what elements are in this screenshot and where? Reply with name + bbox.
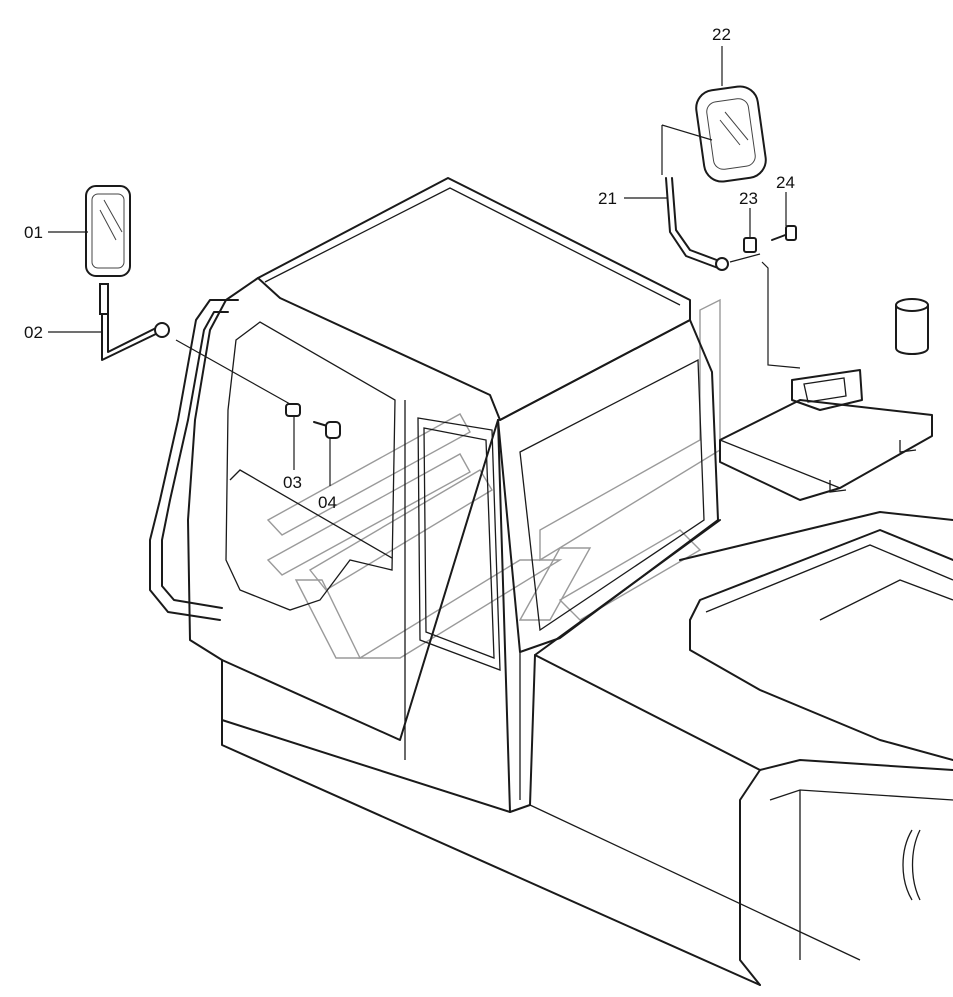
bracket-03	[285, 403, 301, 417]
cab-body	[149, 177, 861, 986]
callout-23: 23	[739, 189, 758, 208]
bolt-04	[313, 421, 341, 439]
mirror-stay-right	[661, 124, 729, 271]
upper-structure	[679, 298, 953, 986]
callout-22: 22	[712, 25, 731, 44]
callout-02: 02	[24, 323, 43, 342]
bracket-23	[743, 237, 757, 253]
mirror-left	[85, 185, 131, 277]
bolt-24	[771, 225, 797, 241]
mirror-stay-left	[99, 283, 170, 361]
callout-01: 01	[24, 223, 43, 242]
callout-03: 03	[283, 473, 302, 492]
callout-24: 24	[776, 173, 795, 192]
mirror-right	[695, 85, 767, 183]
leader-lines	[48, 46, 787, 486]
callout-04: 04	[318, 493, 337, 512]
callout-21: 21	[598, 189, 617, 208]
